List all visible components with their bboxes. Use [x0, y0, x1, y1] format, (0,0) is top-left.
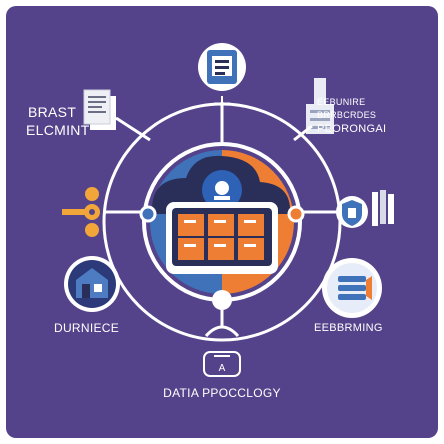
person-icon [204, 290, 240, 338]
document-icon [198, 43, 246, 91]
svg-text:A: A [219, 363, 226, 374]
alarm-icon: A [203, 351, 241, 377]
book-icon [372, 190, 394, 226]
label-top-right-2: BRRBCRDES [317, 110, 377, 120]
label-top-right-1: EEBUNIRE [317, 97, 366, 107]
server-icon [306, 78, 334, 134]
building-icon [64, 256, 120, 312]
link-top-right [293, 124, 313, 142]
shield-icon [336, 196, 368, 228]
stack-icon [83, 89, 116, 130]
label-top-left-1: BRAST [28, 104, 77, 120]
label-top-right-3: PEORONGAI [317, 123, 387, 135]
gear-chain-icon [62, 187, 100, 237]
central-cloud-icon [139, 155, 305, 223]
link-top-left [115, 116, 151, 142]
diagram-title: DATIA PPOCCLOGY [163, 386, 281, 400]
label-top-left-2: ELCMINT [26, 122, 90, 138]
label-bottom-left: DURNIECE [54, 321, 120, 335]
monitor-icon [166, 202, 278, 274]
connector-top [214, 96, 230, 118]
network-icon [322, 258, 382, 318]
label-bottom-right: EEBBRMING [314, 322, 383, 334]
